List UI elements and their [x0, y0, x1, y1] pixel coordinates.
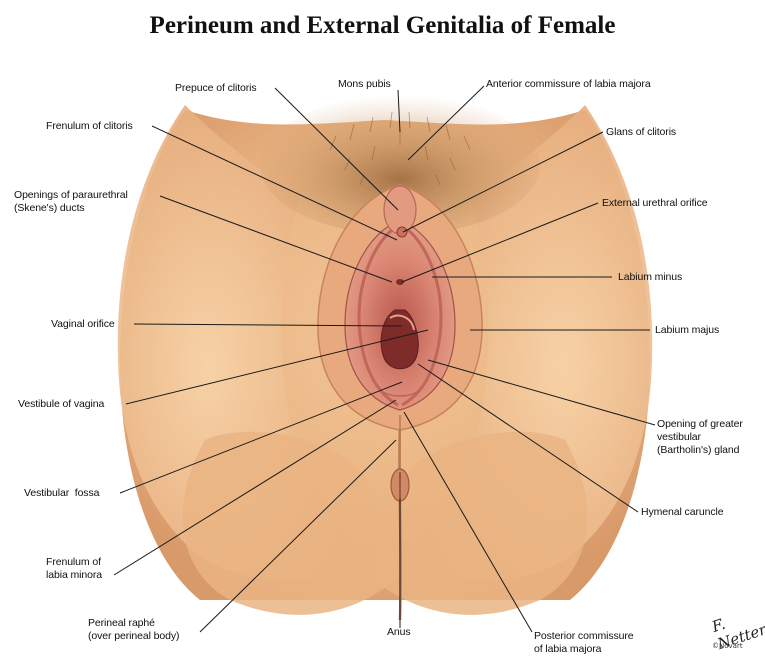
label-prepuce-of-clitoris: Prepuce of clitoris [175, 82, 257, 95]
label-glans-of-clitoris: Glans of clitoris [606, 126, 676, 139]
prepuce [384, 186, 416, 234]
label-external-urethral-orifice: External urethral orifice [602, 197, 707, 210]
copyright-credit: ©Novart [712, 642, 743, 650]
glans [397, 227, 407, 237]
label-hymenal-caruncle: Hymenal caruncle [641, 506, 723, 519]
label-labium-minus: Labium minus [618, 271, 682, 284]
page-title: Perineum and External Genitalia of Femal… [0, 12, 765, 40]
label-vestibule-of-vagina: Vestibule of vagina [18, 398, 104, 411]
label-paraurethral-ducts: Openings of paraurethral (Skene's) ducts [14, 189, 128, 215]
label-posterior-commissure: Posterior commissure of labia majora [534, 630, 634, 656]
label-anus: Anus [387, 626, 411, 639]
label-bartholin-gland: Opening of greater vestibular (Bartholin… [657, 418, 743, 457]
label-frenulum-of-clitoris: Frenulum of clitoris [46, 120, 133, 133]
label-vestibular-fossa: Vestibular fossa [24, 487, 99, 500]
label-perineal-raphe: Perineal raphé (over perineal body) [88, 617, 179, 643]
label-labium-majus: Labium majus [655, 324, 719, 337]
label-mons-pubis: Mons pubis [338, 78, 391, 91]
label-vaginal-orifice: Vaginal orifice [51, 318, 115, 331]
label-anterior-commissure: Anterior commissure of labia majora [486, 78, 651, 91]
label-frenulum-labia-minora: Frenulum of labia minora [46, 556, 102, 582]
